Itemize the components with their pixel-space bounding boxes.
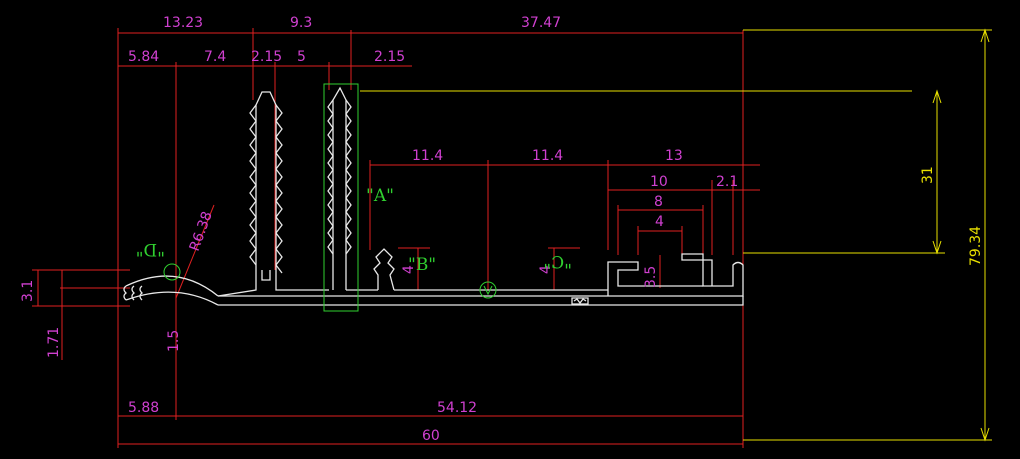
detail-markers bbox=[163, 83, 497, 312]
dimension-texts: 13.23 9.3 37.47 5.84 7.4 2.15 5 2.15 11.… bbox=[20, 15, 984, 444]
dim-2-15-left: 2.15 bbox=[251, 49, 282, 65]
dim-3-1: 3.1 bbox=[20, 280, 36, 302]
detail-label-c: "C" bbox=[543, 251, 572, 271]
dim-4-b-right: 4 bbox=[538, 265, 554, 274]
overall-dimension-lines bbox=[360, 28, 992, 442]
dim-1-5: 1.5 bbox=[166, 330, 182, 352]
dim-37-47: 37.47 bbox=[521, 15, 561, 31]
dim-5-88: 5.88 bbox=[128, 400, 159, 416]
aluminum-profile bbox=[123, 86, 744, 306]
dim-7-4: 7.4 bbox=[204, 49, 226, 65]
dim-4-b-left: 4 bbox=[401, 265, 417, 274]
dim-3-5: 3.5 bbox=[643, 266, 659, 288]
dim-5-84: 5.84 bbox=[128, 49, 159, 65]
dim-11-4-left: 11.4 bbox=[412, 148, 443, 164]
dim-54-12: 54.12 bbox=[437, 400, 477, 416]
dim-1-71: 1.71 bbox=[46, 327, 62, 358]
dim-2-1: 2.1 bbox=[716, 174, 738, 190]
dim-60: 60 bbox=[422, 428, 440, 444]
dim-9-3: 9.3 bbox=[290, 15, 312, 31]
dim-79-34: 79.34 bbox=[968, 226, 984, 266]
dim-13-23: 13.23 bbox=[163, 15, 203, 31]
dimension-lines bbox=[32, 28, 760, 448]
dim-13: 13 bbox=[665, 148, 683, 164]
dim-31: 31 bbox=[920, 166, 936, 184]
detail-label-a: "A" bbox=[366, 186, 394, 206]
detail-label-d: "D" bbox=[136, 239, 165, 259]
dim-4-slot: 4 bbox=[655, 214, 664, 230]
detail-label-b: "B" bbox=[408, 255, 436, 275]
dim-10: 10 bbox=[650, 174, 668, 190]
dim-5: 5 bbox=[297, 49, 306, 65]
dim-11-4-right: 11.4 bbox=[532, 148, 563, 164]
detail-labels: "A" "B" "C" "D" bbox=[136, 186, 572, 275]
dim-r6-38: R6.38 bbox=[187, 209, 216, 253]
dim-2-15-right: 2.15 bbox=[374, 49, 405, 65]
dim-8: 8 bbox=[654, 194, 663, 210]
